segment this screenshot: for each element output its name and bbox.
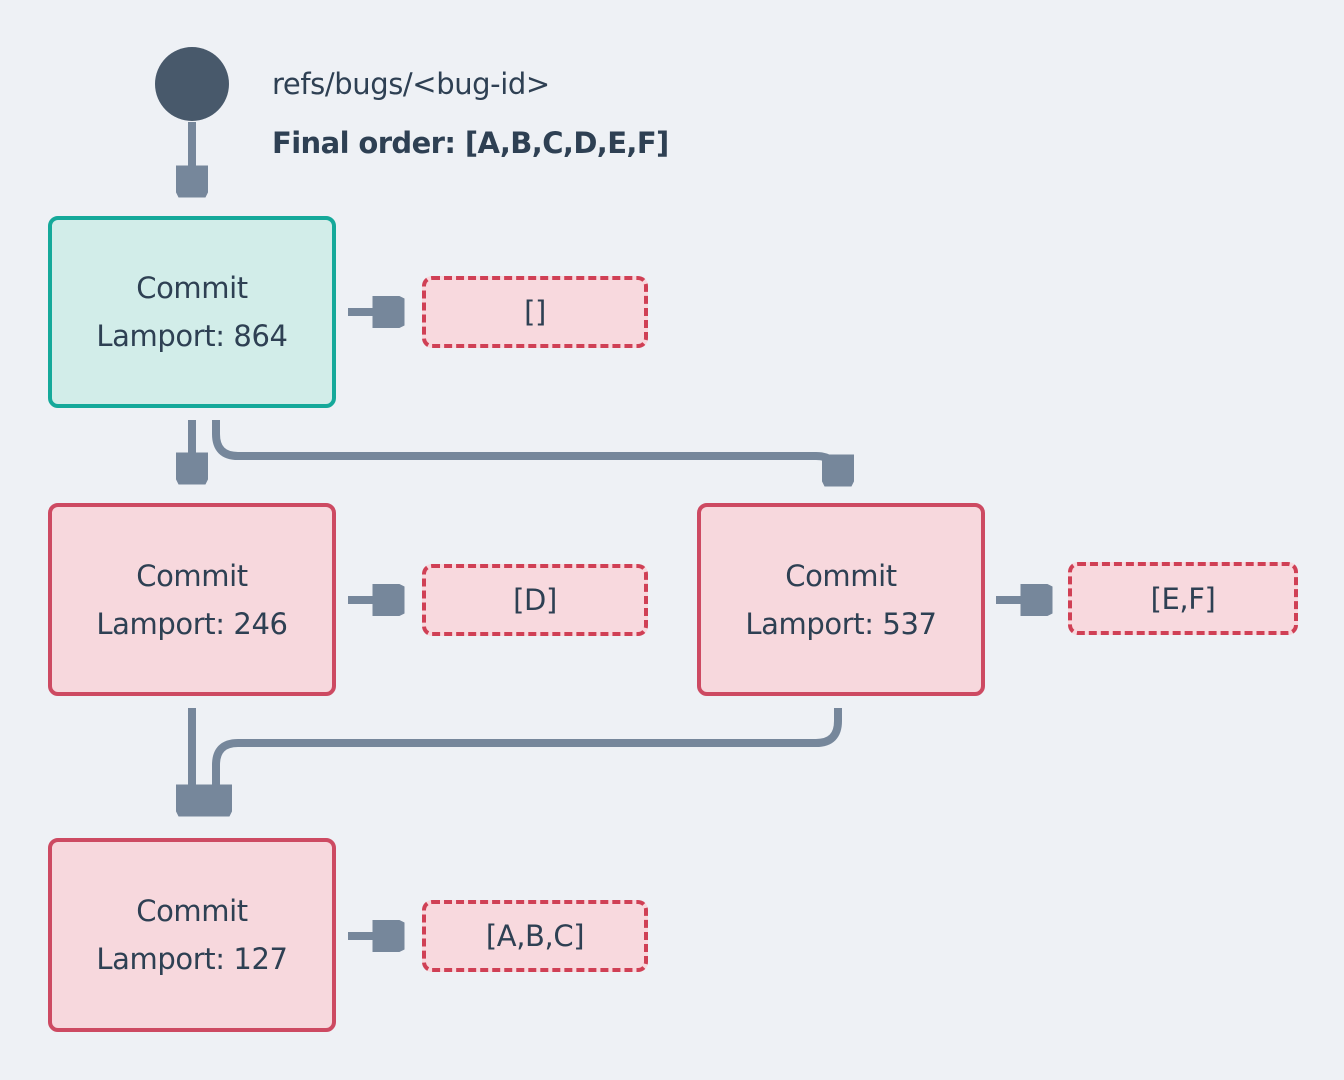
payload-node-ef: [E,F] [1068,562,1298,635]
edge-537-to-127 [216,708,842,810]
payload-value: [] [524,295,546,329]
commit-title: Commit [785,558,897,593]
payload-node-abc: [A,B,C] [422,900,648,972]
commit-title: Commit [136,558,248,593]
commit-node-864: Commit Lamport: 864 [48,216,336,408]
payload-value: [D] [513,583,557,617]
final-order-label: Final order: [A,B,C,D,E,F] [272,126,669,160]
commit-title: Commit [136,894,248,928]
commit-lamport: Lamport: 864 [96,319,288,353]
payload-value: [A,B,C] [485,919,585,953]
commit-title: Commit [136,271,248,305]
edge-864-to-537 [212,420,838,480]
payload-value: [E,F] [1150,581,1216,616]
branch-ref-icon [155,47,229,121]
commit-lamport: Lamport: 127 [96,942,288,976]
branch-ref-label: refs/bugs/<bug-id> [272,67,550,101]
payload-node-empty: [] [422,276,648,348]
commit-node-537: Commit Lamport: 537 [697,503,985,696]
commit-node-127: Commit Lamport: 127 [48,838,336,1032]
commit-lamport: Lamport: 246 [96,606,288,641]
commit-node-246: Commit Lamport: 246 [48,503,336,696]
payload-node-d: [D] [422,564,648,636]
commit-lamport: Lamport: 537 [745,606,937,641]
